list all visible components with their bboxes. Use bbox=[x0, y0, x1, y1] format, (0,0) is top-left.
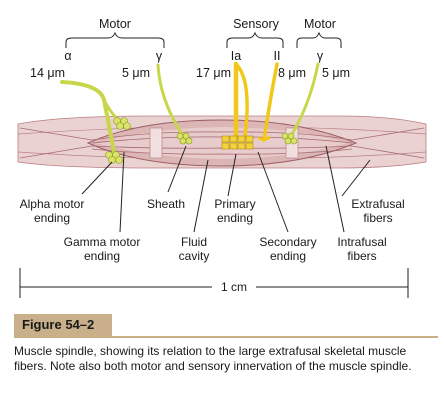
secondary-sensory-ending bbox=[257, 135, 271, 142]
alpha-motor-ending bbox=[105, 117, 131, 164]
gamma-motor-ending-left bbox=[176, 132, 193, 145]
figure-caption: Muscle spindle, showing its relation to … bbox=[14, 344, 412, 373]
motor-right-bracket bbox=[296, 31, 342, 48]
sensory-bracket bbox=[226, 31, 284, 48]
muscle-spindle-diagram: Motor α γ Sensory Ia II Motor γ 14 μm 5 … bbox=[17, 17, 427, 298]
motor-right-heading: Motor bbox=[304, 17, 336, 31]
sheath-left bbox=[149, 127, 163, 159]
alpha-motor-ending-label-2: ending bbox=[34, 211, 70, 225]
primary-sensory-ending bbox=[221, 135, 254, 150]
ia-label: Ia bbox=[231, 49, 241, 63]
secondary-ending-label-1: Secondary bbox=[259, 235, 316, 249]
motor-bracket bbox=[65, 31, 165, 48]
scale-label: 1 cm bbox=[221, 280, 247, 294]
intrafusal-fibers-label-1: Intrafusal bbox=[337, 235, 386, 249]
gamma-motor-ending-label-1: Gamma motor bbox=[64, 235, 141, 249]
size-5um-left-label: 5 μm bbox=[122, 66, 150, 80]
primary-ending-label-2: ending bbox=[217, 211, 253, 225]
alpha-label: α bbox=[64, 49, 71, 63]
alpha-motor-ending-label-1: Alpha motor bbox=[20, 197, 85, 211]
gamma-right-nerve bbox=[290, 62, 320, 136]
figure-caption-bar: Figure 54–2 bbox=[14, 314, 438, 338]
sensory-heading: Sensory bbox=[233, 17, 280, 31]
intrafusal-fibers-label-2: fibers bbox=[347, 249, 376, 263]
sheath-label: Sheath bbox=[147, 197, 185, 211]
leader-lines bbox=[81, 145, 371, 233]
sensory-ii-nerve bbox=[262, 62, 279, 142]
ii-label: II bbox=[274, 49, 281, 63]
fluid-cavity-label-2: cavity bbox=[179, 249, 210, 263]
secondary-ending-label-2: ending bbox=[270, 249, 306, 263]
size-14um-label: 14 μm bbox=[30, 66, 65, 80]
extrafusal-fibers-label-1: Extrafusal bbox=[351, 197, 404, 211]
gamma-motor-ending-label-2: ending bbox=[84, 249, 120, 263]
gamma-right-label: γ bbox=[317, 49, 324, 63]
size-17um-label: 17 μm bbox=[196, 66, 231, 80]
gamma-left-label: γ bbox=[156, 49, 163, 63]
size-8um-label: 8 μm bbox=[278, 66, 306, 80]
primary-ending-label-1: Primary bbox=[214, 197, 255, 211]
extrafusal-fibers-label-2: fibers bbox=[363, 211, 392, 225]
gamma-motor-ending-right bbox=[281, 132, 298, 145]
size-5um-right-label: 5 μm bbox=[322, 66, 350, 80]
gamma-left-nerve bbox=[156, 63, 184, 136]
sensory-ia-branch bbox=[234, 62, 249, 138]
fluid-cavity-label-1: Fluid bbox=[181, 235, 207, 249]
figure-label: Figure 54–2 bbox=[14, 314, 112, 336]
scale-bar bbox=[19, 268, 409, 298]
motor-heading: Motor bbox=[99, 17, 131, 31]
intrafusal-fibers bbox=[19, 127, 425, 159]
